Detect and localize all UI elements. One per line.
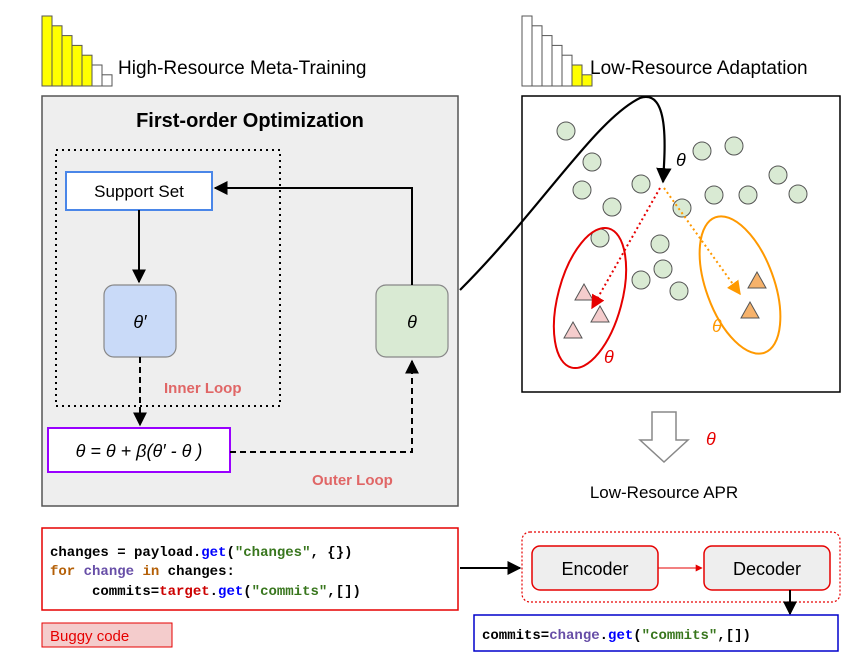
code-line-3: commits=target.get("commits",[]) <box>92 584 361 600</box>
support-set-label: Support Set <box>94 182 184 201</box>
down-arrow-theta-label: θ <box>706 429 716 449</box>
bars-low-bar <box>521 15 533 87</box>
fixed-code-line: commits=change.get("commits",[]) <box>482 628 751 644</box>
code-line-3-part-7: ,[]) <box>327 584 361 600</box>
fixed-code-box <box>473 614 839 652</box>
task-point-10 <box>724 136 744 156</box>
code-line-2-in: in <box>142 564 159 580</box>
bars-high-bar <box>81 54 93 87</box>
bars-low-bar <box>571 64 583 87</box>
fixed-code-part-7: ,[]) <box>717 628 751 644</box>
orange-task-triangle-2 <box>740 300 760 319</box>
code-line-3-part-5: ( <box>243 584 251 600</box>
bars-high-bar <box>51 25 63 87</box>
task-point-12 <box>738 185 758 205</box>
red-theta-label: θ <box>604 347 614 367</box>
red-task-triangle-1 <box>574 282 594 301</box>
code-line-3-part-1: commits= <box>92 584 159 600</box>
red-task-triangle-2 <box>590 304 610 323</box>
code-line-1-part-3: ( <box>226 545 234 561</box>
outer-loop-label: Outer Loop <box>312 472 393 489</box>
fixed-code-part-3: . <box>600 628 608 644</box>
fixed-code-string: "commits" <box>642 628 718 644</box>
bars-high-bar <box>101 74 113 87</box>
task-point-16 <box>631 270 651 290</box>
high-resource-histogram-icon <box>41 15 113 87</box>
inner-loop-label: Inner Loop <box>164 380 242 397</box>
update-to-theta-arrow <box>230 359 419 453</box>
bars-low-bar <box>551 44 563 87</box>
orange-task-triangle-1 <box>747 270 767 289</box>
code-line-3-get: get <box>218 584 243 600</box>
code-line-3-target: target <box>159 584 209 600</box>
code-line-2-for: for <box>50 564 75 580</box>
task-point-8 <box>672 198 692 218</box>
task-point-11 <box>704 185 724 205</box>
code-line-1-part-4: "changes" <box>235 545 311 561</box>
code-line-2-var: change <box>84 564 134 580</box>
bars-low-bar <box>531 25 543 87</box>
task-point-2 <box>582 152 602 172</box>
code-line-3-part-3: . <box>210 584 218 600</box>
task-point-13 <box>768 165 788 185</box>
task-point-4 <box>602 197 622 217</box>
bars-high-bar <box>61 35 73 87</box>
bars-high-bar <box>71 44 83 87</box>
encoder-label: Encoder <box>561 559 628 579</box>
code-line-2: for change in changes: <box>50 564 235 580</box>
theta-label: θ <box>407 312 417 332</box>
code-line-1-part-2: get <box>201 545 226 561</box>
low-resource-apr-label: Low-Resource APR <box>590 483 738 502</box>
task-point-14 <box>788 184 808 204</box>
down-arrow-icon <box>638 411 690 464</box>
bars-low-bar <box>581 74 593 87</box>
fixed-code-part-1: commits= <box>482 628 549 644</box>
code-line-1: changes = payload.get("changes", {}) <box>50 545 353 561</box>
first-order-optimization-title: First-order Optimization <box>136 110 364 132</box>
decoder-label: Decoder <box>733 559 801 579</box>
red-task-cluster <box>552 226 628 370</box>
theta-prime-label: θ′ <box>133 312 147 332</box>
decoder-box <box>703 545 831 591</box>
theta-to-support-arrow <box>213 181 413 285</box>
task-point-1 <box>556 121 576 141</box>
bars-low-bar <box>541 35 553 87</box>
fixed-code-part-5: ( <box>633 628 641 644</box>
bars-low-bar <box>561 54 573 87</box>
task-point-15 <box>653 259 673 279</box>
code-line-1-part-1: changes = payload. <box>50 545 201 561</box>
adaptation-header: Low-Resource Adaptation <box>590 58 808 79</box>
fixed-code-get: get <box>608 628 633 644</box>
buggy-code-box <box>41 527 459 611</box>
model-region <box>521 531 841 603</box>
code-line-3-string: "commits" <box>252 584 328 600</box>
task-point-6 <box>631 174 651 194</box>
buggy-code-label: Buggy code <box>50 628 129 645</box>
bars-high-bar <box>91 64 103 87</box>
orange-task-cluster <box>698 215 782 355</box>
buggy-code-label-box <box>41 622 173 648</box>
red-task-triangle-3 <box>563 320 583 339</box>
adaptation-panel <box>521 95 841 393</box>
code-line-2-rest: changes: <box>168 564 235 580</box>
meta-training-header: High-Resource Meta-Training <box>118 58 367 79</box>
bars-high-bar <box>41 15 53 87</box>
fixed-code-change: change <box>549 628 599 644</box>
adapt-to-orange-task-arrow <box>663 187 741 296</box>
task-point-7 <box>650 234 670 254</box>
transfer-theta-curve <box>459 95 672 291</box>
code-line-1-part-5: , {}) <box>310 545 352 561</box>
orange-theta-label: θ <box>712 316 722 336</box>
update-rule-box <box>47 427 231 473</box>
adapt-theta-label: θ <box>676 150 686 170</box>
task-point-9 <box>692 141 712 161</box>
update-rule-label: θ = θ + β(θ′ - θ ) <box>76 441 203 461</box>
task-point-17 <box>669 281 689 301</box>
low-resource-histogram-icon <box>521 15 593 87</box>
task-point-3 <box>572 180 592 200</box>
